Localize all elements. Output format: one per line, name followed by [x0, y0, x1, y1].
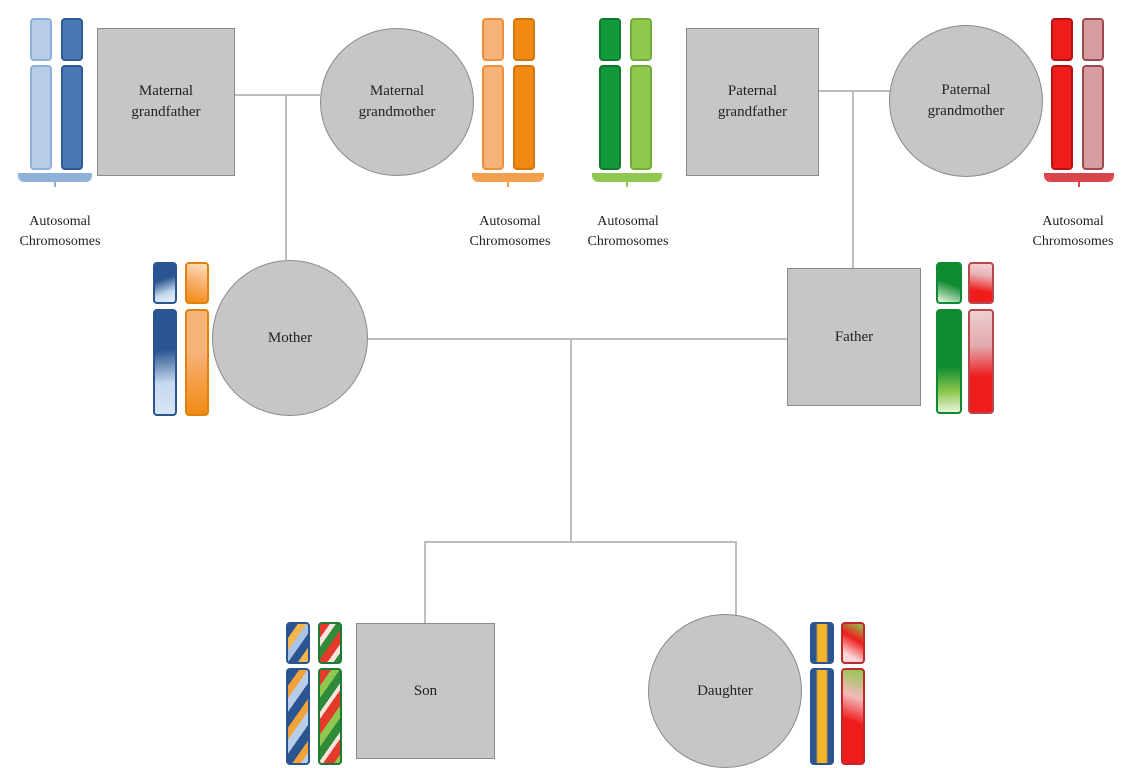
paternal-grandmother-node: Paternal grandmother	[889, 25, 1043, 177]
maternal-descent-line	[285, 94, 287, 260]
maternal-grandfather-label-line2: grandfather	[131, 104, 201, 120]
father-chromosome-green	[936, 262, 962, 414]
mother-label: Mother	[267, 329, 313, 346]
caption-line1: Autosomal	[1042, 214, 1104, 229]
caption-line1: Autosomal	[479, 214, 541, 229]
caption-line1: Autosomal	[29, 214, 91, 229]
maternal-grandmother-label-line1: Maternal	[369, 83, 425, 99]
paternal-grandfather-label-line1: Paternal	[727, 83, 778, 99]
caption-line2: Chromosomes	[469, 234, 551, 249]
father-chromosome-red	[968, 262, 994, 414]
mother-chromosome-orange	[185, 262, 209, 416]
maternal-grandmother-caption: Autosomal Chromosomes	[455, 212, 565, 252]
paternal-couple-line	[819, 90, 890, 92]
paternal-grandfather-caption: Autosomal Chromosomes	[573, 212, 683, 252]
maternal-grandmother-label-line2: grandmother	[358, 104, 436, 120]
caption-line2: Chromosomes	[1032, 234, 1114, 249]
paternal-grandmother-caption: Autosomal Chromosomes	[1018, 212, 1128, 252]
maternal-couple-line	[235, 94, 320, 96]
maternal-grandmother-chromosome-light	[482, 18, 504, 170]
paternal-grandmother-chromosome-pale	[1082, 18, 1104, 170]
maternal-grandmother-node: Maternal grandmother	[320, 28, 474, 176]
paternal-grandfather-node: Paternal grandfather	[686, 28, 819, 176]
paternal-grandmother-label-line2: grandmother	[927, 103, 1005, 119]
daughter-label: Daughter	[697, 682, 753, 699]
mother-node: Mother	[212, 260, 368, 416]
caption-line1: Autosomal	[597, 214, 659, 229]
father-label: Father	[834, 328, 874, 345]
maternal-grandfather-chromosome-dark	[61, 18, 83, 170]
mother-chromosome-blue	[153, 262, 177, 416]
caption-line2: Chromosomes	[587, 234, 669, 249]
paternal-grandfather-label-line2: grandfather	[717, 104, 788, 120]
paternal-grandfather-chromosome-light	[630, 18, 652, 170]
son-chromosome-paternal	[318, 622, 342, 765]
maternal-grandfather-node: Maternal grandfather	[97, 28, 235, 176]
paternal-grandmother-label-line1: Paternal	[941, 82, 991, 98]
daughter-node: Daughter	[648, 614, 802, 768]
father-node: Father	[787, 268, 921, 406]
maternal-grandmother-chromosome-dark	[513, 18, 535, 170]
parents-couple-line	[368, 338, 788, 340]
maternal-grandfather-label-line1: Maternal	[138, 83, 194, 99]
siblings-line	[424, 541, 736, 543]
maternal-grandfather-brace	[18, 173, 92, 187]
maternal-grandmother-brace	[472, 173, 544, 187]
maternal-grandfather-chromosome-light	[30, 18, 52, 170]
daughter-chromosome-paternal	[841, 622, 865, 765]
paternal-grandfather-brace	[592, 173, 662, 187]
son-drop-line	[424, 541, 426, 623]
children-descent-line	[570, 338, 572, 542]
paternal-grandfather-chromosome-dark	[599, 18, 621, 170]
paternal-grandmother-brace	[1044, 173, 1114, 187]
daughter-drop-line	[735, 541, 737, 615]
paternal-grandmother-chromosome-bright	[1051, 18, 1073, 170]
caption-line2: Chromosomes	[19, 234, 101, 249]
son-label: Son	[413, 682, 438, 699]
maternal-grandfather-caption: Autosomal Chromosomes	[5, 212, 115, 252]
daughter-chromosome-maternal	[810, 622, 834, 765]
son-node: Son	[356, 623, 495, 759]
paternal-descent-line	[852, 90, 854, 268]
son-chromosome-maternal	[286, 622, 310, 765]
